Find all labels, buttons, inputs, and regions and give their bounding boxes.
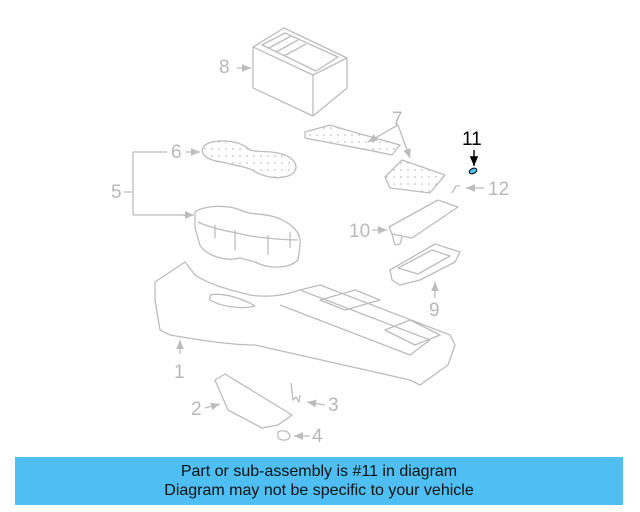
part-1-console [154, 261, 456, 386]
part-11-highlight [468, 150, 479, 175]
callout-5: 5 [111, 182, 122, 203]
part-6-mat [201, 140, 297, 179]
part-8-box [252, 27, 348, 117]
callout-8: 8 [219, 57, 230, 78]
callout-12: 12 [488, 179, 510, 200]
callout-10: 10 [349, 221, 371, 242]
part-2-panel [214, 373, 293, 429]
callout-6: 6 [171, 142, 182, 163]
part-9-tray [389, 243, 461, 286]
banner-part-text: Part or sub-assembly is #11 in diagram [180, 463, 458, 480]
callout-3: 3 [328, 395, 339, 416]
part-5-cupholder [194, 205, 301, 268]
banner-disclaimer-text: Diagram may not be specific to your vehi… [164, 482, 474, 499]
callout-7: 7 [392, 109, 403, 130]
part-10-lid [388, 199, 459, 246]
callout-11: 11 [462, 129, 482, 150]
callout-9: 9 [429, 300, 440, 321]
callout-4: 4 [312, 426, 323, 447]
callout-1: 1 [174, 362, 185, 383]
parts-diagram [124, 27, 484, 441]
part-7-mats [304, 124, 446, 194]
callout-2: 2 [191, 399, 202, 420]
info-banner: Part or sub-assembly is #11 in diagram D… [15, 457, 623, 505]
